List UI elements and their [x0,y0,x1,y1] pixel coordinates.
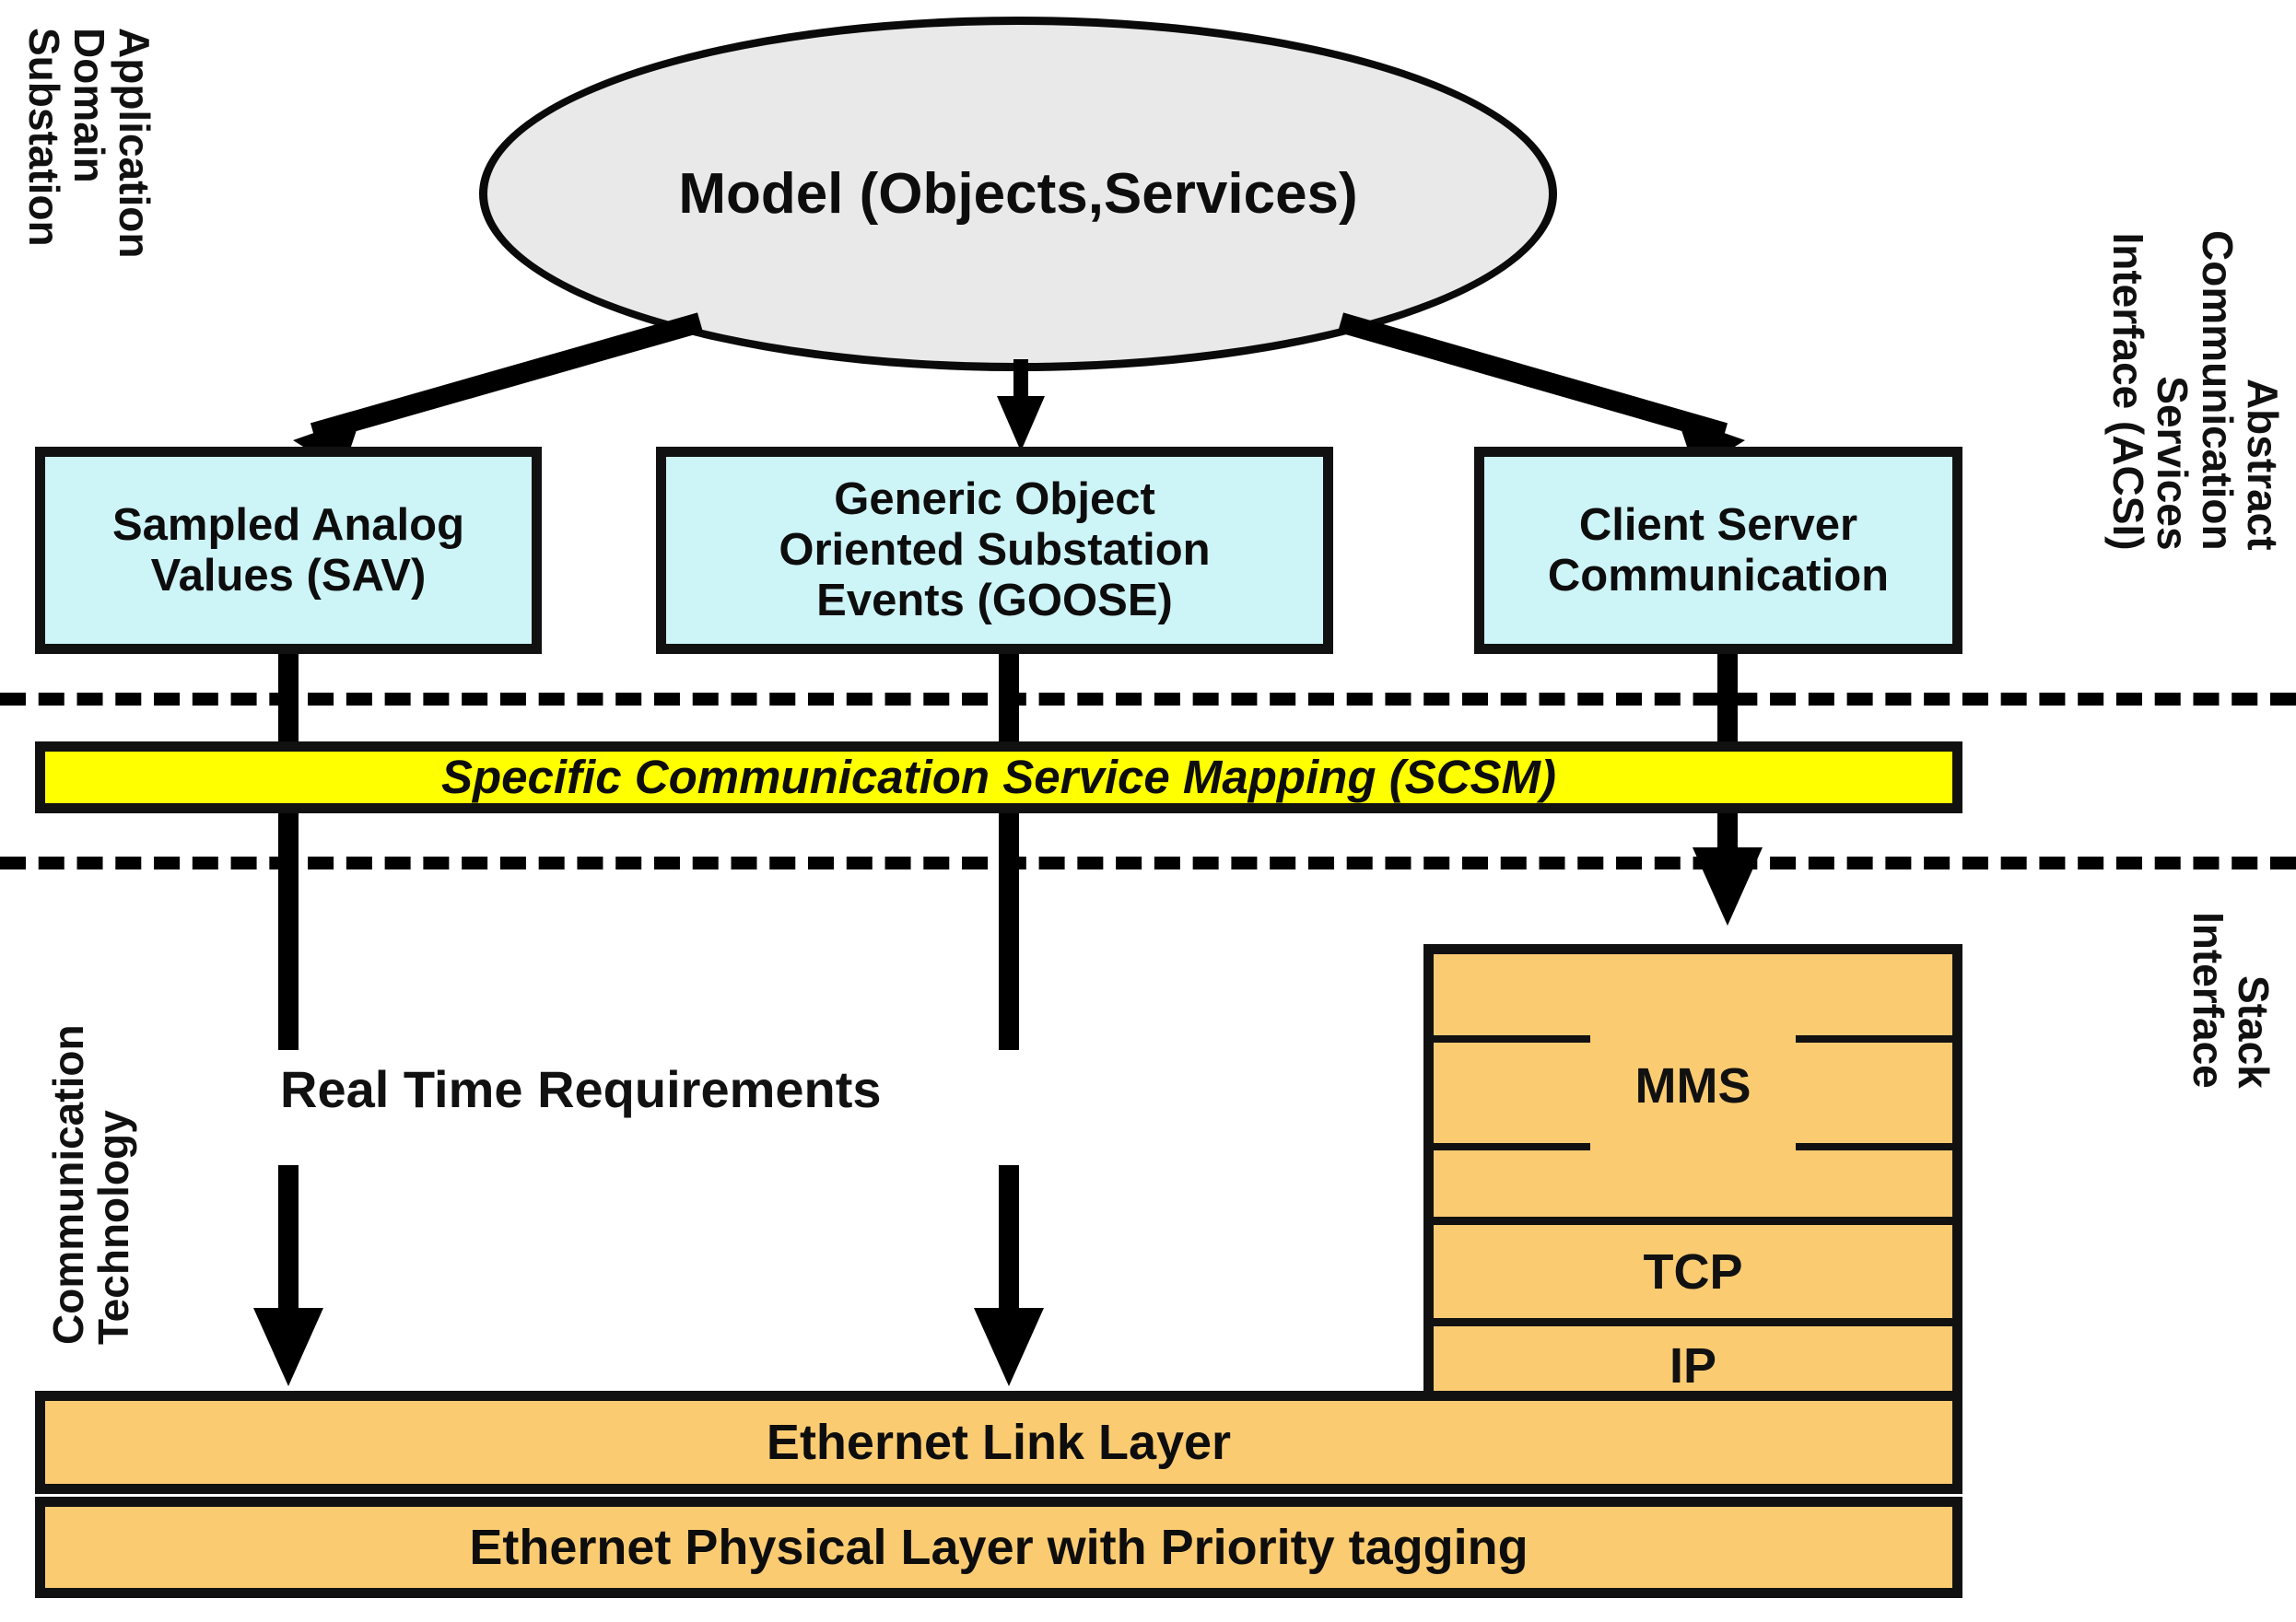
service-box-sav[interactable]: Sampled Analog Values (SAV) [35,447,542,654]
stack-layer-mms[interactable]: MMS [1634,1057,1751,1114]
real-time-requirements-label: Real Time Requirements [267,1059,895,1119]
ethernet-physical-layer[interactable]: Ethernet Physical Layer with Priority ta… [35,1497,1962,1598]
stack-divider-stub-upper-right [1796,1035,1952,1043]
stack-divider-stub-lower-left [1434,1143,1590,1150]
stack-divider-stub-upper-left [1434,1035,1590,1043]
ethernet-link-layer[interactable]: Ethernet Link Layer [35,1391,1962,1494]
side-label-communication-technology: Communication Technology [44,1024,137,1345]
service-box-goose[interactable]: Generic Object Oriented Substation Event… [656,447,1333,654]
scsm-bar[interactable]: Specific Communication Service Mapping (… [35,741,1962,813]
stack-layer-tcp[interactable]: TCP [1434,1217,1952,1318]
acsi-boundary-dashed-line [0,693,2296,706]
scsm-boundary-dashed-line [0,857,2296,869]
protocol-stack-box: MMS TCP IP [1423,944,1962,1406]
model-ellipse[interactable]: Model (Objects,Services) [479,17,1557,371]
side-label-abstract-communication-services-interface: Abstract Communication Services Interfac… [2103,230,2287,551]
service-box-client-server[interactable]: Client Server Communication [1474,447,1962,654]
stack-divider-stub-lower-right [1796,1143,1952,1150]
side-label-stack-interface: Stack Interface [2185,912,2278,1089]
side-label-application-domain-substation: Application Domain Substation [20,28,159,259]
